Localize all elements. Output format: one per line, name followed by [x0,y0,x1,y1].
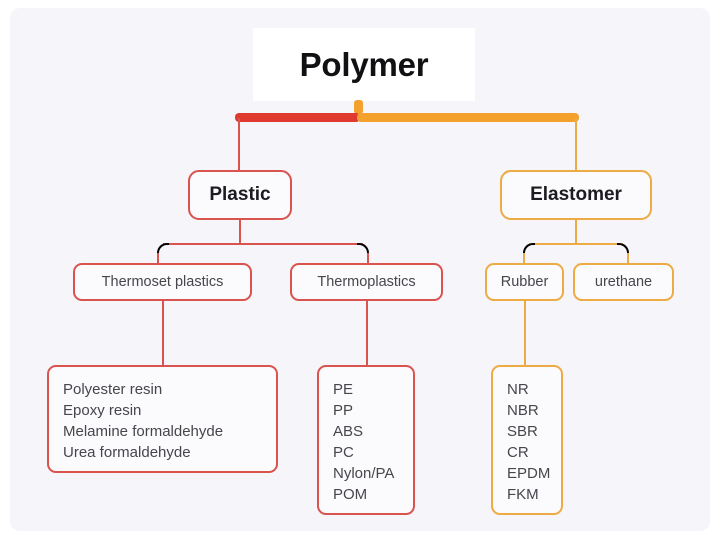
drop-to-urethane [627,253,629,267]
node-thermoplastics-label: Thermoplastics [317,274,416,290]
elastomer-stem [575,220,577,244]
drop-to-thermoset [157,253,159,267]
thermoset-to-list-line [162,301,164,365]
node-plastic-label: Plastic [209,184,271,205]
node-urethane[interactable]: urethane [573,263,674,301]
list-item: Nylon/PA [333,465,395,482]
list-item: EPDM [507,465,551,482]
drop-to-plastic [238,118,240,173]
list-item: Melamine formaldehyde [63,423,224,440]
list-thermoset-materials: Polyester resin Epoxy resin Melamine for… [47,365,278,473]
plastic-spread [163,243,363,245]
list-item: PE [333,381,354,398]
list-item: PP [333,402,354,419]
main-bar-red [235,113,360,122]
thermoplastics-to-list-line [366,301,368,365]
node-urethane-label: urethane [594,274,653,290]
list-item: PC [333,444,354,461]
list-item: POM [333,486,368,503]
list-thermoplastic-materials: PE PP ABS PC Nylon/PA POM [317,365,415,515]
list-item: Urea formaldehyde [63,444,191,461]
drop-to-rubber [523,253,525,267]
rubber-to-list-line [524,301,526,365]
node-thermoplastics[interactable]: Thermoplastics [290,263,443,301]
thermoset-material-list: Polyester resin Epoxy resin Melamine for… [63,379,276,463]
main-bar-orange [357,113,579,122]
plastic-stem [239,220,241,244]
list-item: Epoxy resin [63,402,142,419]
node-elastomer-label: Elastomer [530,184,622,205]
list-item: NR [507,381,529,398]
node-thermoset-plastics[interactable]: Thermoset plastics [73,263,252,301]
list-rubber-materials: NR NBR SBR CR EPDM FKM [491,365,563,515]
node-elastomer[interactable]: Elastomer [500,170,652,220]
elastomer-right-elbow [617,243,629,255]
list-item: CR [507,444,529,461]
node-thermoset-plastics-label: Thermoset plastics [101,274,224,290]
plastic-right-elbow [357,243,369,255]
list-item: Polyester resin [63,381,163,398]
list-item: FKM [507,486,539,503]
node-plastic[interactable]: Plastic [188,170,292,220]
plastic-left-elbow [157,243,169,255]
elastomer-spread [529,243,623,245]
node-rubber[interactable]: Rubber [485,263,564,301]
root-stem [354,100,363,114]
list-item: NBR [507,402,539,419]
node-rubber-label: Rubber [500,274,549,290]
thermoplastic-material-list: PE PP ABS PC Nylon/PA POM [333,379,413,505]
elastomer-left-elbow [523,243,535,255]
root-node-polymer: Polymer [253,28,475,101]
page-title: Polymer [299,45,429,83]
rubber-material-list: NR NBR SBR CR EPDM FKM [507,379,561,505]
list-item: SBR [507,423,538,440]
drop-to-thermoplastics [367,253,369,267]
drop-to-elastomer [575,118,577,170]
list-item: ABS [333,423,364,440]
